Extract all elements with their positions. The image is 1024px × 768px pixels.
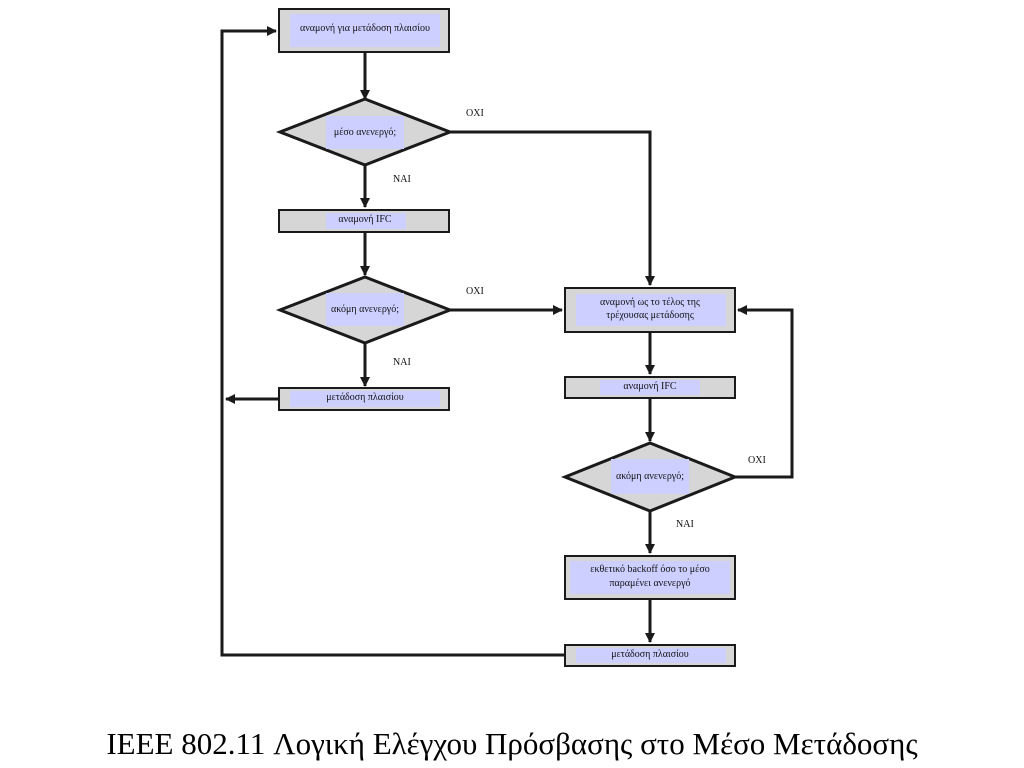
label-no-still-idle-right: ΟΧΙ: [748, 455, 766, 466]
label-yes-still-idle-right: ΝΑΙ: [676, 519, 694, 530]
label-no-still-idle-left: ΟΧΙ: [466, 286, 484, 297]
node-text-wait-frame: αναμονή για μετάδοση πλαισίου: [300, 22, 430, 34]
edge-return-loop: [220, 26, 566, 657]
slide-caption: IEEE 802.11 Λογική Ελέγχου Πρόσβασης στο…: [106, 726, 918, 761]
node-text-still-idle-left: ακόμη ανενεργό;: [330, 303, 400, 315]
label-no-medium-idle: ΟΧΙ: [466, 108, 484, 119]
label-yes-still-idle-left: ΝΑΙ: [393, 357, 411, 368]
label-yes-medium-idle: ΝΑΙ: [393, 174, 411, 185]
node-text-transmit-right: μετάδοση πλαισίου: [611, 648, 689, 660]
process-backoff: [564, 555, 736, 600]
node-text-medium-idle: μέσο ανενεργό;: [333, 126, 397, 138]
node-text-wait-ifc-left: αναμονή IFC: [338, 214, 392, 226]
node-text-still-idle-right: ακόμη ανενεργό;: [615, 470, 685, 482]
process-wait-ifc-right: [564, 376, 736, 399]
edge-still-right-no: [735, 305, 794, 479]
process-transmit-left: [278, 387, 450, 411]
process-wait-frame: [278, 8, 450, 53]
process-wait-end: [564, 287, 736, 333]
process-transmit-right: [564, 644, 736, 667]
node-text-backoff: εκθετικό backoff όσο το μέσο παραμένει α…: [590, 564, 710, 589]
node-text-wait-ifc-right: αναμονή IFC: [623, 380, 677, 392]
node-text-wait-end: αναμονή ως το τέλος της τρέχουσας μετάδο…: [600, 296, 700, 322]
edge-medium-no: [450, 130, 655, 286]
node-text-transmit-left: μετάδοση πλαισίου: [326, 392, 404, 404]
process-wait-ifc-left: [278, 209, 450, 233]
